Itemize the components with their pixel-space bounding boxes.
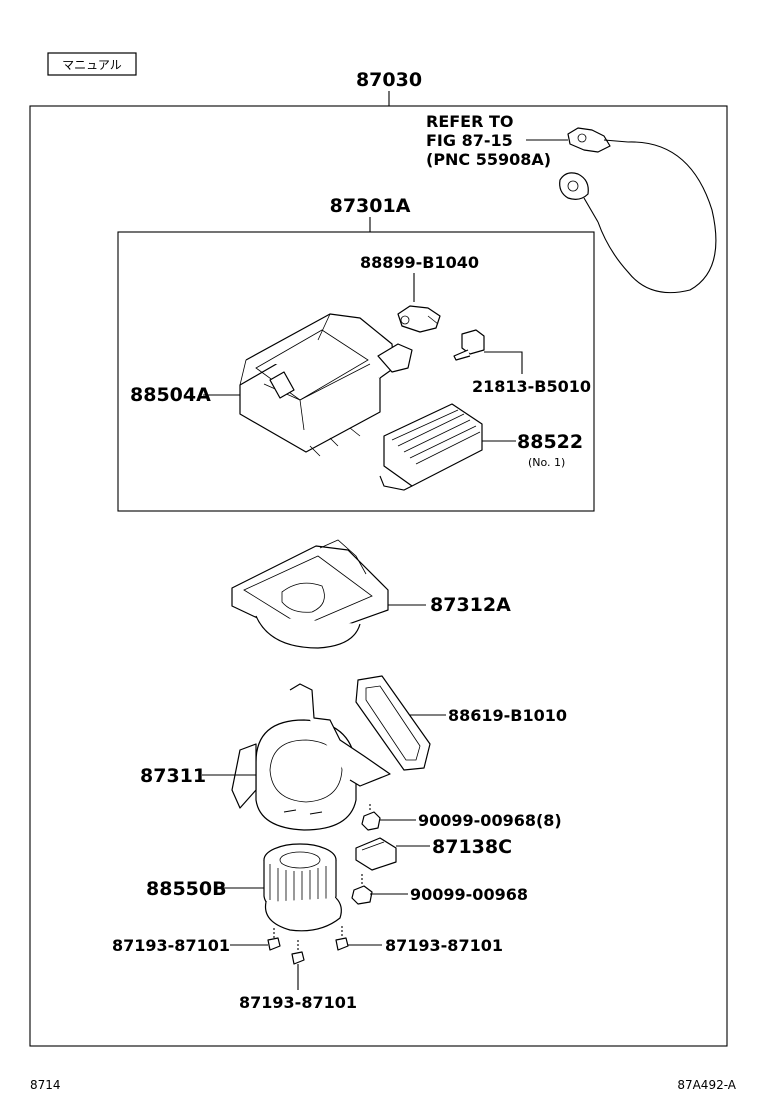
label-88619-b1010: 88619-B1010	[448, 706, 567, 725]
label-87301a: 87301A	[330, 195, 411, 217]
screw-87193-left-drawing	[267, 928, 281, 951]
label-21813-b5010: 21813-B5010	[472, 377, 591, 396]
label-88550b: 88550B	[146, 878, 227, 900]
label-88522: 88522	[517, 431, 583, 453]
label-90099-00968: 90099-00968	[410, 885, 528, 904]
footer-left: 8714	[30, 1078, 61, 1092]
screw-90099-drawing	[351, 874, 373, 905]
label-87193-87101-right: 87193-87101	[385, 936, 503, 955]
manual-tag-box	[47, 52, 137, 76]
refer-line-3: (PNC 55908A)	[426, 150, 551, 169]
label-88522-note: (No. 1)	[528, 456, 565, 469]
gasket-88619-drawing	[355, 675, 431, 771]
screw-87193-right-drawing	[335, 926, 349, 951]
screw-87193-bottom-drawing	[291, 940, 305, 965]
case-87312a-drawing	[231, 539, 389, 649]
sensor-cable-drawing	[559, 127, 717, 294]
resistor-88522-drawing	[379, 403, 483, 491]
label-87312a: 87312A	[430, 594, 511, 616]
label-87311: 87311	[140, 765, 206, 787]
assembly-frame	[29, 105, 728, 1047]
label-87193-87101-bottom: 87193-87101	[239, 993, 357, 1012]
label-90099-00968-8: 90099-00968(8)	[418, 811, 562, 830]
label-87193-87101-left: 87193-87101	[112, 936, 230, 955]
screw-21813-drawing	[453, 329, 485, 361]
motor-88550b-drawing	[263, 843, 342, 932]
connector-88899-drawing	[397, 305, 441, 333]
label-87030: 87030	[356, 69, 422, 91]
footer-right: 87A492-A	[677, 1078, 736, 1092]
label-87138c: 87138C	[432, 836, 512, 858]
refer-line-2: FIG 87-15	[426, 131, 513, 150]
manual-tag: マニュアル	[62, 58, 122, 72]
label-88899-b1040: 88899-B1040	[360, 253, 479, 272]
screw-90099-8-drawing	[361, 804, 381, 831]
refer-line-1: REFER TO	[426, 112, 514, 131]
case-87311-drawing	[231, 683, 391, 831]
part-87138c-drawing	[355, 837, 397, 871]
label-88504a: 88504A	[130, 384, 211, 406]
case-88504a-drawing	[239, 313, 413, 457]
sub-assembly-frame	[117, 231, 595, 512]
